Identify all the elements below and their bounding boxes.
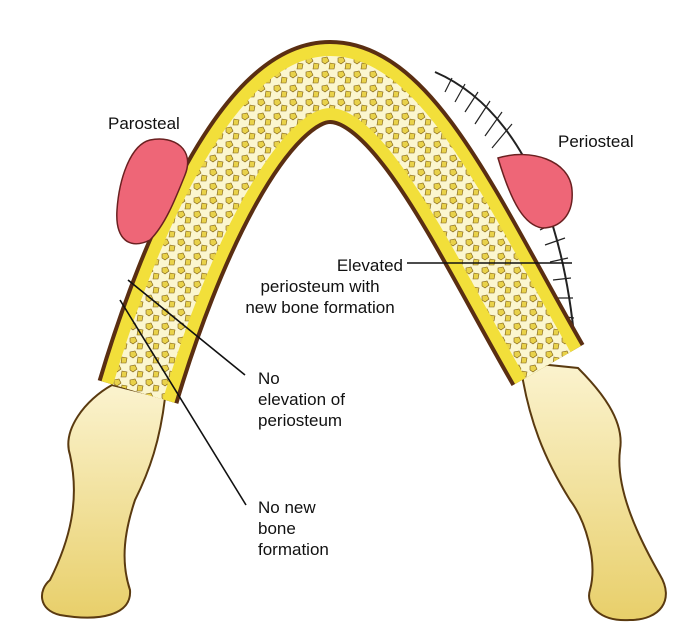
periosteal-lesion	[497, 153, 573, 229]
label-elevated-periosteum-cont: periosteum with new bone formation	[245, 277, 395, 317]
left-ramus	[41, 383, 167, 619]
label-elevated-periosteum: Elevated	[336, 256, 403, 275]
right-ramus	[518, 360, 667, 622]
parosteal-lesion	[116, 138, 189, 245]
label-no-new-bone: No new bone formation	[258, 498, 329, 559]
label-no-elevation: No elevation of periosteum	[258, 369, 345, 430]
cancellous-bone	[113, 55, 571, 400]
label-parosteal: Parosteal	[108, 114, 180, 133]
leader-lines	[119, 262, 572, 506]
label-periosteal: Periosteal	[558, 132, 634, 151]
